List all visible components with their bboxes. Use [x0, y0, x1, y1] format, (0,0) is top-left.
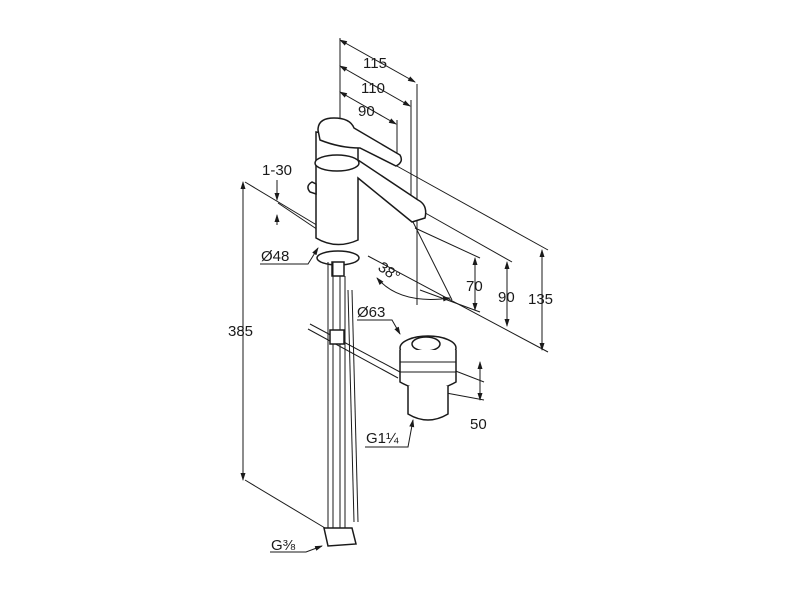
dim-135: 135	[528, 291, 553, 308]
dim-90-height: 90	[498, 289, 515, 306]
dimension-labels: 115 110 90 1-30 385 Ø48 38° 70 90 135 Ø6…	[228, 55, 553, 554]
dimension-lines	[240, 39, 545, 553]
supply-hoses	[323, 262, 359, 547]
dim-90-reach: 90	[358, 103, 375, 120]
dim-50: 50	[470, 416, 487, 433]
thread-g3-8: G⅜	[271, 537, 296, 554]
dim-115: 115	[363, 55, 387, 72]
dim-70: 70	[466, 278, 483, 295]
waste-valve	[399, 335, 457, 421]
pop-up-rod	[307, 323, 401, 379]
dim-1-30: 1-30	[262, 162, 292, 179]
dim-diameter-63: Ø63	[357, 304, 385, 321]
dim-110: 110	[361, 80, 385, 97]
dim-385: 385	[228, 323, 253, 340]
dim-angle-38: 38°	[375, 259, 403, 286]
extension-lines	[244, 38, 549, 529]
thread-g1-1-4: G1¼	[366, 430, 399, 447]
dim-diameter-48: Ø48	[261, 248, 289, 265]
faucet-body	[307, 117, 427, 277]
